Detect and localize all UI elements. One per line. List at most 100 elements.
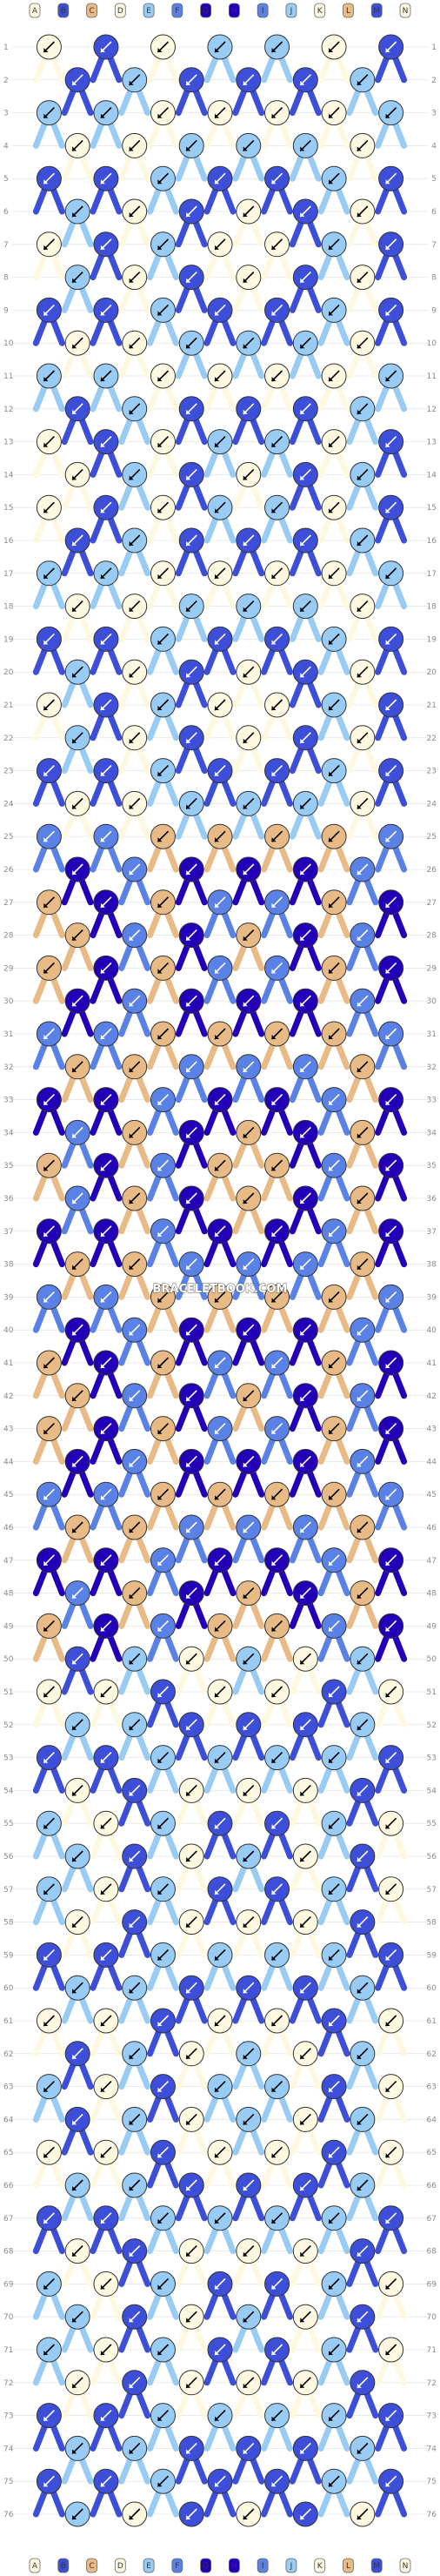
knot-arrowhead-icon xyxy=(215,1166,219,1171)
knot-arrowhead-icon xyxy=(72,2054,77,2059)
knot-arrowhead-icon xyxy=(72,2383,77,2388)
strand-label-bottom: D xyxy=(117,2562,123,2571)
row-number-left: 76 xyxy=(3,2511,14,2519)
knot-arrowhead-icon xyxy=(215,1889,219,1895)
knot-arrowhead-icon xyxy=(100,1955,105,1961)
row-number-right: 73 xyxy=(427,2412,437,2421)
knot-arrowhead-icon xyxy=(72,1989,77,1994)
row-number-right: 27 xyxy=(427,899,437,908)
knot xyxy=(292,1251,318,1278)
knot xyxy=(207,165,233,191)
knot xyxy=(292,2041,318,2067)
knot xyxy=(236,1185,262,1211)
knot-arrowhead-icon xyxy=(329,2482,334,2487)
knot xyxy=(236,330,262,356)
knot xyxy=(264,2139,290,2165)
knot xyxy=(122,396,148,422)
knot-arrowhead-icon xyxy=(72,2449,77,2454)
knot-arrowhead-icon xyxy=(385,902,390,908)
knot-arrowhead-icon xyxy=(129,475,134,480)
knot xyxy=(350,461,376,487)
knot xyxy=(321,2074,347,2100)
knot xyxy=(264,1350,290,1376)
knot xyxy=(264,2468,290,2494)
knot-arrowhead-icon xyxy=(186,2251,191,2257)
knot-arrowhead-icon xyxy=(357,1528,362,1533)
strand-label-top: F xyxy=(175,7,179,16)
knot-arrowhead-icon xyxy=(72,804,77,809)
row-number-right: 62 xyxy=(427,2050,437,2059)
knot-arrowhead-icon xyxy=(243,870,248,875)
knot xyxy=(36,100,62,126)
knot-arrowhead-icon xyxy=(329,1560,334,1566)
knot-arrowhead-icon xyxy=(243,1593,248,1599)
strand-label-bottom-swatch xyxy=(370,2558,383,2573)
row-number-right: 33 xyxy=(427,1097,437,1105)
knot xyxy=(178,2370,204,2396)
knot-arrowhead-icon xyxy=(100,902,105,908)
knot xyxy=(236,922,262,949)
knot xyxy=(93,1152,119,1178)
knot xyxy=(150,823,176,849)
strand-label-bottom-swatch xyxy=(86,2558,97,2573)
row-number-left: 8 xyxy=(3,274,9,283)
knot xyxy=(178,2435,204,2461)
knot xyxy=(207,1152,233,1178)
knot-arrowhead-icon xyxy=(300,738,305,743)
knot-arrowhead-icon xyxy=(271,771,277,776)
knot xyxy=(64,1646,90,1672)
knot xyxy=(236,2106,262,2132)
knot-arrowhead-icon xyxy=(357,2054,362,2059)
knot xyxy=(36,1810,62,1836)
knot-arrowhead-icon xyxy=(215,1758,219,1763)
knot-arrowhead-icon xyxy=(329,1627,334,1632)
knot-arrowhead-icon xyxy=(271,1166,277,1171)
knot xyxy=(36,2139,62,2165)
knot xyxy=(350,198,376,225)
knot-arrowhead-icon xyxy=(72,870,77,875)
knot xyxy=(122,132,148,158)
knot xyxy=(36,1152,62,1178)
row-number-right: 54 xyxy=(427,1787,437,1795)
knot-arrowhead-icon xyxy=(357,1199,362,1204)
knot-arrowhead-icon xyxy=(271,2153,277,2158)
knot xyxy=(178,67,204,93)
knot xyxy=(207,2008,233,2034)
knot xyxy=(264,1284,290,1310)
knot xyxy=(236,1843,262,1869)
knot-arrowhead-icon xyxy=(186,1725,191,1730)
knot-arrowhead-icon xyxy=(72,146,77,151)
knot-arrowhead-icon xyxy=(271,2351,277,2355)
knot-arrowhead-icon xyxy=(43,2482,49,2487)
row-number-left: 32 xyxy=(3,1063,13,1072)
knot-arrowhead-icon xyxy=(186,1528,191,1533)
row-number-right: 53 xyxy=(427,1754,437,1763)
knot xyxy=(93,1679,119,1705)
strand-label-bottom-swatch xyxy=(399,2558,411,2573)
knot-arrowhead-icon xyxy=(300,804,305,809)
knot xyxy=(207,1942,233,1968)
knot xyxy=(122,2304,148,2330)
knot xyxy=(122,2172,148,2198)
knot-arrowhead-icon xyxy=(129,278,134,283)
knot-arrowhead-icon xyxy=(215,902,219,908)
strand-label-top-swatch xyxy=(314,3,326,18)
knot xyxy=(93,165,119,191)
knot-arrowhead-icon xyxy=(43,2087,49,2092)
row-number-right: 9 xyxy=(431,306,437,315)
row-number-right: 38 xyxy=(427,1261,437,1270)
knot-arrowhead-icon xyxy=(186,738,191,743)
row-number-right: 57 xyxy=(427,1886,437,1895)
row-number-left: 2 xyxy=(3,77,9,85)
knot-arrowhead-icon xyxy=(243,2318,248,2323)
knot xyxy=(350,265,376,291)
knot xyxy=(207,2139,233,2165)
knot xyxy=(378,2074,404,2100)
knot-arrowhead-icon xyxy=(385,1955,390,1961)
knot xyxy=(150,2271,176,2297)
knot xyxy=(321,1810,347,1836)
knot xyxy=(178,2238,204,2264)
knot-arrowhead-icon xyxy=(186,1462,191,1467)
knot xyxy=(321,823,347,849)
knot xyxy=(150,2139,176,2165)
